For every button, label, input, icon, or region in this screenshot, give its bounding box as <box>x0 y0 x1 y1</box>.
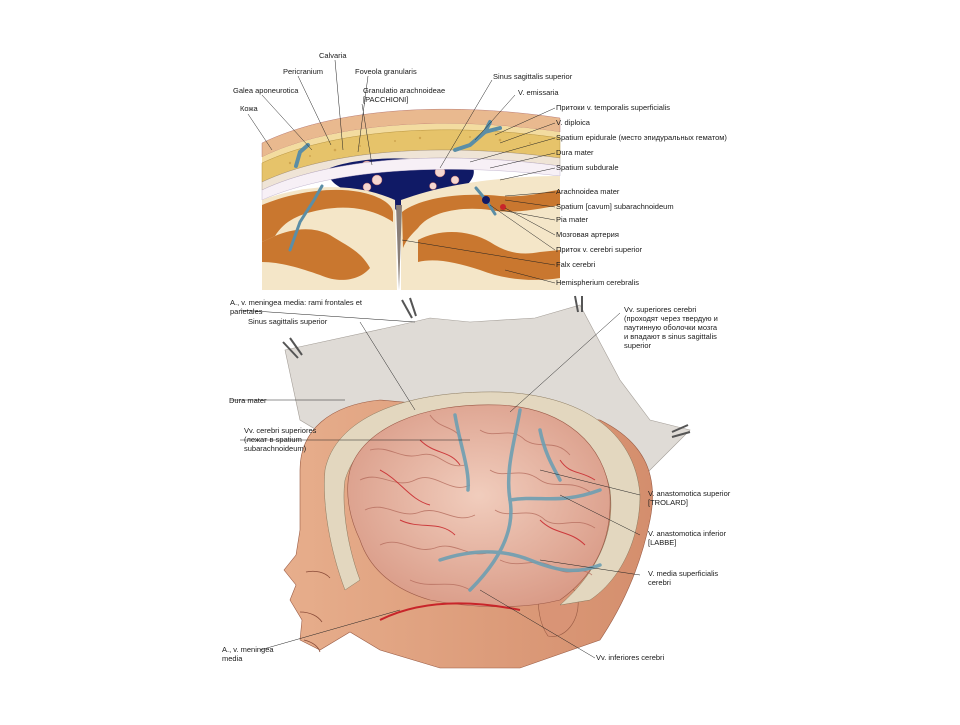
scalp-veins <box>294 120 502 168</box>
label-pritoki-temporalis: Притоки v. temporalis superficialis <box>556 103 671 112</box>
label-vv-cerebri-superiores: Vv. cerebri superiores (лежат в spatium … <box>244 426 317 453</box>
skull-rim <box>324 391 641 606</box>
label-spatium-epidurale: Spatium epidurale (место эпидуральных ге… <box>556 133 727 142</box>
diploe-texture <box>288 136 531 165</box>
falx-cerebri-shape <box>396 205 402 290</box>
label-v-anastomotica-superior: V. anastomotica superior [TROLARD] <box>648 489 731 507</box>
label-vv-inferiores: Vv. inferiores cerebri <box>596 653 665 662</box>
brain-surface <box>347 404 611 608</box>
label-mozgovaya-arteriya: Мозговая артерия <box>556 230 619 239</box>
label-sinus-sagittalis-superior-top: Sinus sagittalis superior <box>493 72 573 81</box>
label-meningea-rami: A., v. meningea media: rami frontales et… <box>230 298 363 316</box>
label-subarachnoideum: Spatium [cavum] subarachnoideum <box>556 202 674 211</box>
label-spatium-subdurale: Spatium subdurale <box>556 163 619 172</box>
label-foveola: Foveola granularis <box>355 67 417 76</box>
galea-layer <box>262 123 560 163</box>
label-vv-superiores-cerebri: Vv. superiores cerebri (проходят через т… <box>624 305 718 350</box>
right-cortex-top <box>402 190 560 248</box>
label-dura-mater-bottom: Dura mater <box>229 396 267 405</box>
label-falx-cerebri: Falx cerebri <box>556 260 596 269</box>
meningeal-artery-line <box>379 602 521 621</box>
right-cortex-gyrus <box>418 231 560 280</box>
cerebral-veins <box>438 408 602 592</box>
cerebral-arteries <box>379 439 596 546</box>
label-dura-mater-top: Dura mater <box>556 148 594 157</box>
label-hemispherium: Hemispherium cerebralis <box>556 278 639 287</box>
label-v-media-superficialis: V. media superficialis cerebri <box>648 569 719 587</box>
label-pia-mater: Pia mater <box>556 215 589 224</box>
clamps <box>282 295 691 438</box>
face-features <box>299 570 331 653</box>
coronal-section <box>261 108 561 290</box>
label-v-diploica: V. diploica <box>556 118 590 127</box>
label-pritok-cerebri: Приток v. cerebri superior <box>556 245 643 254</box>
left-cortex-top <box>262 189 393 242</box>
label-v-anastomotica-inferior: V. anastomotica inferior [LABBE] <box>648 529 727 547</box>
label-arachnoidea: Arachnoidea mater <box>556 187 620 196</box>
label-v-emissaria: V. emissaria <box>518 88 559 97</box>
leader-lines <box>230 59 641 659</box>
vein-cross-section <box>482 196 490 204</box>
label-sinus-sagittalis-bottom: Sinus sagittalis superior <box>248 317 328 326</box>
label-calvaria: Calvaria <box>319 51 347 60</box>
label-granulatio: Granulatio arachnoideae [PACCHIONI] <box>363 86 446 104</box>
exposed-brain-figure <box>282 295 691 669</box>
label-meningea-media: A., v. meningea media <box>222 645 274 663</box>
label-pericranium: Pericranium <box>283 67 324 76</box>
left-cortex-gyrus <box>262 229 370 280</box>
label-koja: Кожа <box>240 104 258 113</box>
cerebral-artery-dot <box>500 204 506 210</box>
label-galea: Galea aponeurotica <box>233 86 299 95</box>
